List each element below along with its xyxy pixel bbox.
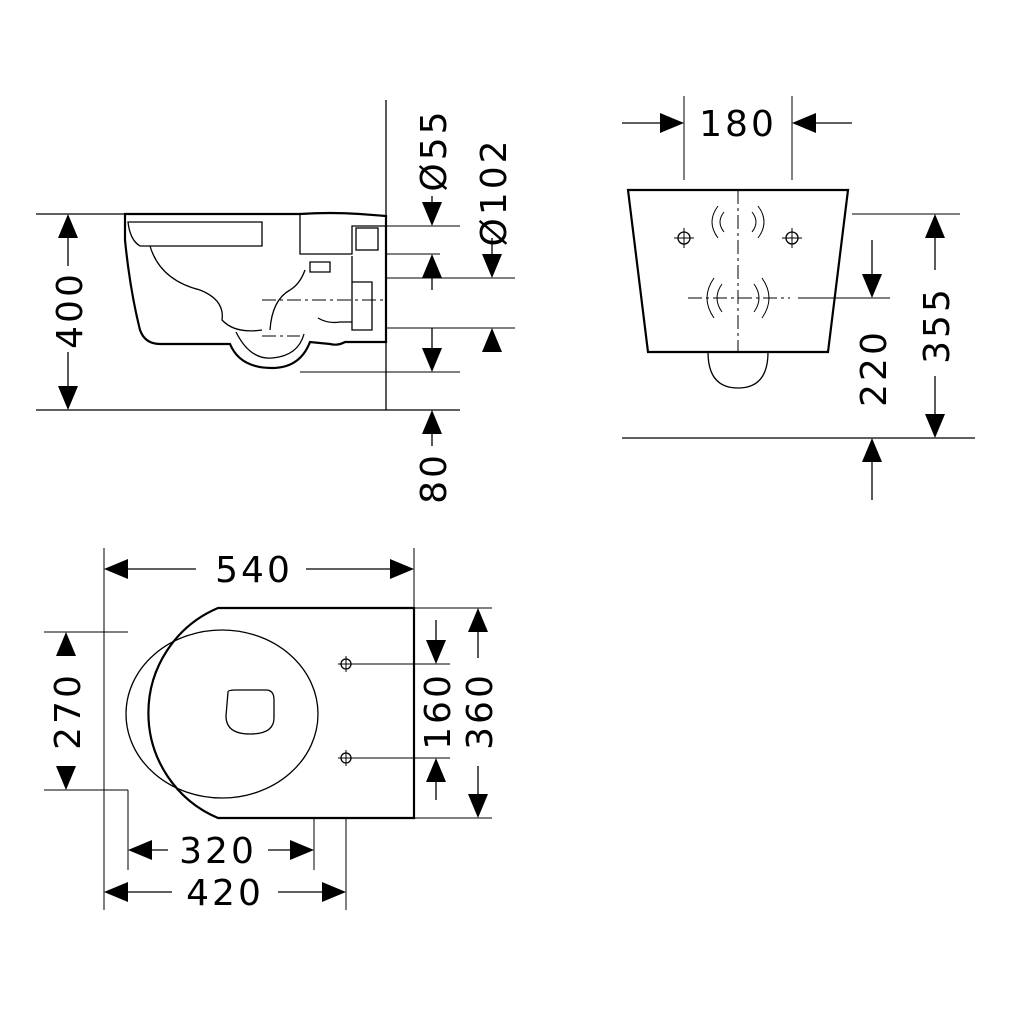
dim-80-arrow (422, 410, 442, 434)
dim-360-label: 360 (460, 672, 501, 750)
inlet-arc-l (719, 211, 725, 233)
dim-540-label: 540 (215, 550, 293, 591)
dim-180-arrow-right (792, 113, 816, 133)
outlet-arc-l2 (716, 283, 723, 313)
dim-220-arrow-top (862, 274, 882, 298)
outlet-lip (317, 317, 352, 324)
dim-180-label: 180 (699, 104, 777, 145)
dim-55-arrow-top (422, 202, 442, 226)
dim-lower-arrow (422, 348, 442, 372)
dim-102-arrow-bottom (482, 328, 502, 352)
outlet-arc-r2 (753, 283, 760, 313)
outlet-box (351, 256, 373, 331)
top-mount-hole-upper (338, 656, 354, 672)
dim-180-arrow-left (660, 113, 684, 133)
dim-160-label: 160 (418, 672, 459, 750)
dim-102-arrow-top (482, 254, 502, 278)
dim-160-arrow-top (426, 640, 446, 664)
dim-270-arrow-top (56, 632, 76, 656)
dim-360-arrow-top (468, 608, 488, 632)
inlet-arc-l2 (711, 205, 719, 239)
trap-curve (235, 331, 305, 359)
dim-55-arrow-bottom (422, 254, 442, 278)
dim-355-label: 355 (917, 286, 958, 364)
dim-420-label: 420 (186, 873, 264, 914)
side-view: 400 Ø55 Ø102 80 (36, 100, 515, 504)
outlet-arc-r (761, 277, 770, 319)
top-view: 540 270 160 360 320 420 (44, 548, 501, 914)
bracket (309, 261, 331, 273)
bowl-outline (123, 211, 388, 370)
dim-420-arrow-right (322, 882, 346, 902)
dim-160-arrow-bottom (426, 758, 446, 782)
dim-320-arrow-right (290, 840, 314, 860)
dim-420-arrow-left (104, 882, 128, 902)
dim-220-arrow-bottom (862, 438, 882, 462)
dim-55-label: Ø55 (414, 108, 455, 191)
dim-360-arrow-bottom (468, 794, 488, 818)
inlet-arc-r (751, 211, 757, 233)
bowl-opening (125, 629, 319, 799)
dim-540-arrow-left (104, 559, 128, 579)
dim-355-arrow-top (925, 214, 945, 238)
dim-540-arrow-right (390, 559, 414, 579)
rear-view: 180 220 355 (622, 96, 975, 500)
dim-400-label: 400 (50, 271, 91, 349)
outlet-curve (269, 269, 306, 331)
rear-bowl-bottom (707, 351, 769, 389)
inlet-arc-r2 (757, 205, 765, 239)
rear-inlet-box (299, 214, 386, 255)
outlet-arc-l (706, 277, 715, 319)
top-body-outline (147, 606, 416, 820)
inlet-connector (355, 227, 379, 251)
dim-270-arrow-bottom (56, 766, 76, 790)
dim-320-label: 320 (179, 831, 257, 872)
dim-400-arrow-bottom (58, 386, 78, 410)
dim-355-arrow-bottom (925, 414, 945, 438)
dim-400-arrow-top (58, 214, 78, 238)
rear-body-outline (626, 188, 850, 354)
dim-320-arrow-left (128, 840, 152, 860)
dim-220-label: 220 (854, 329, 895, 407)
drain-opening (225, 689, 275, 735)
dim-80-label: 80 (414, 452, 455, 504)
bowl-inner-curve (149, 245, 263, 332)
dim-270-label: 270 (48, 672, 89, 750)
seat-outline (127, 221, 263, 247)
top-mount-hole-lower (338, 750, 354, 766)
dim-102-label: Ø102 (474, 137, 515, 246)
